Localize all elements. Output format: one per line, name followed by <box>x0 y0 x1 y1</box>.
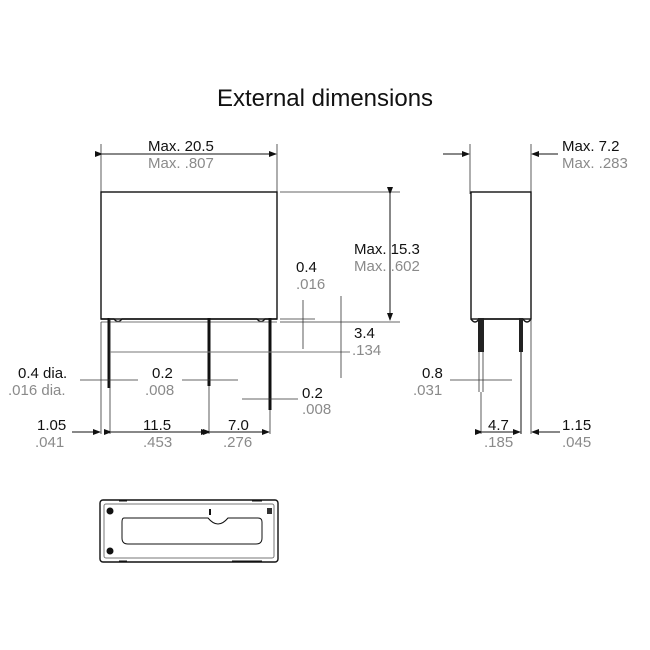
pin-pitch-2-mm: 7.0 <box>228 417 249 434</box>
pin-pitch-1-mm: 11.5 <box>143 417 171 434</box>
side-pin-pitch-in: .185 <box>484 434 513 451</box>
pin-length-in: .134 <box>352 342 381 359</box>
side-pin-pitch-mm: 4.7 <box>488 417 509 434</box>
front-width-mm: Max. 20.5 <box>148 138 214 155</box>
pin-length-mm: 3.4 <box>354 325 375 342</box>
edge-to-pin-mm: 1.05 <box>37 417 66 434</box>
pin-dia-mm: 0.4 dia. <box>18 365 67 382</box>
pin-dia-in: .016 dia. <box>8 382 66 399</box>
front-height-in: Max. .602 <box>354 258 420 275</box>
side-view: Max. 7.2 Max. .283 0.8 .031 4.7 .185 1.1… <box>413 138 628 451</box>
pin-thickness-right-mm: 0.2 <box>302 385 323 402</box>
pin-pitch-1-in: .453 <box>143 434 172 451</box>
drawing-title: External dimensions <box>217 85 433 112</box>
standoff-in: .016 <box>296 276 325 293</box>
front-view: Max. 20.5 Max. .807 Max. 15.3 Max. .602 … <box>8 138 420 451</box>
pin-thickness-right-in: .008 <box>302 401 331 418</box>
side-pin-width-mm: 0.8 <box>422 365 443 382</box>
side-pin-edge-in: .045 <box>562 434 591 451</box>
pin-thickness-mid-in: .008 <box>145 382 174 399</box>
side-width-mm: Max. 7.2 <box>562 138 620 155</box>
side-pin-width-in: .031 <box>413 382 442 399</box>
bottom-view <box>99 499 279 563</box>
side-pin-edge-mm: 1.15 <box>562 417 591 434</box>
pin-thickness-mid-mm: 0.2 <box>152 365 173 382</box>
standoff-mm: 0.4 <box>296 259 317 276</box>
side-width-in: Max. .283 <box>562 155 628 172</box>
edge-to-pin-in: .041 <box>35 434 64 451</box>
front-width-in: Max. .807 <box>148 155 214 172</box>
front-height-mm: Max. 15.3 <box>354 241 420 258</box>
pin-pitch-2-in: .276 <box>223 434 252 451</box>
